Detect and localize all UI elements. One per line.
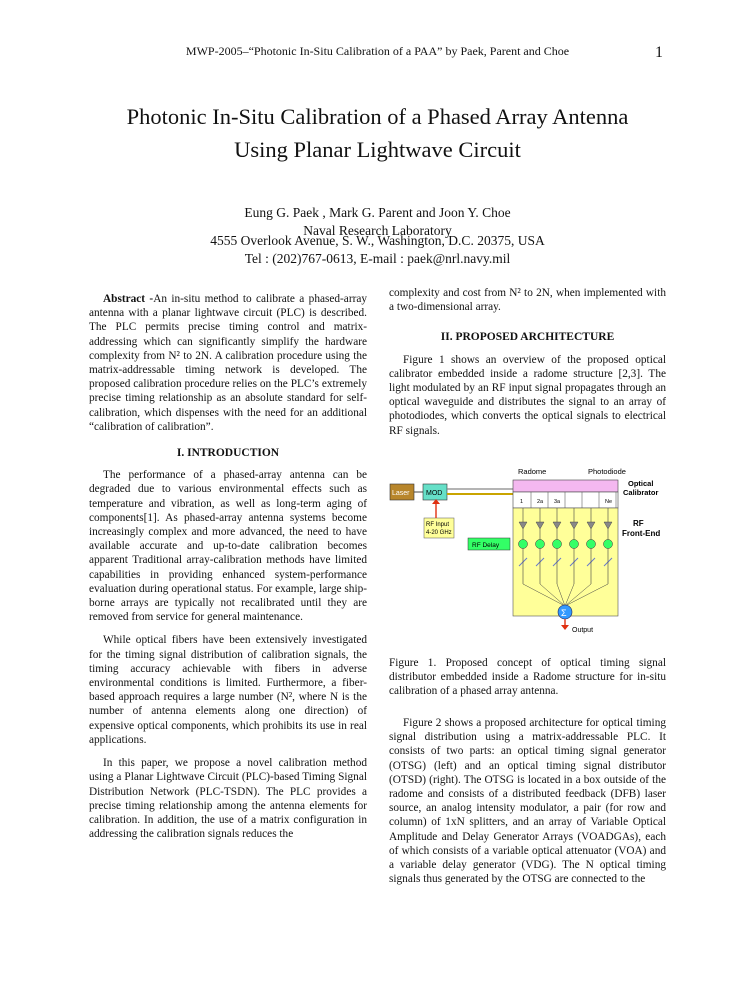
front-end-box xyxy=(512,507,619,617)
laser-label: Laser xyxy=(392,490,410,497)
amplifier-triangle xyxy=(518,521,528,530)
phase-shifter-circle xyxy=(586,539,596,549)
amplifier-triangle xyxy=(603,521,613,530)
running-header: MWP-2005–“Photonic In-Situ Calibration o… xyxy=(185,44,570,58)
architecture-heading: II. PROPOSED ARCHITECTURE xyxy=(440,331,615,344)
figure-1: Radome Photodiode Optical Calibrator Las… xyxy=(388,466,670,636)
rf-range-label: 4-20 GHz xyxy=(426,530,452,536)
photodiode-cells: 1 2a 3a Ne xyxy=(520,492,617,508)
photodiode-cell-label: 3a xyxy=(554,499,561,505)
amplifier-triangle xyxy=(535,521,545,530)
photodiode-cell-label: 2a xyxy=(537,499,544,505)
calibrator-bar xyxy=(512,479,619,493)
left-column: Abstract -An in-situ method to calibrate… xyxy=(89,292,367,841)
calibrator-label: Calibrator xyxy=(623,488,659,497)
amplifier-triangle xyxy=(586,521,596,530)
combiner-line xyxy=(539,583,566,607)
architecture-paragraph-2: Figure 2 shows a proposed architecture f… xyxy=(389,717,666,886)
rf-delay-box xyxy=(467,537,511,551)
architecture-paragraph-1: Figure 1 shows an overview of the propos… xyxy=(389,353,666,437)
rf-input-label: RF Input xyxy=(426,522,449,528)
address: 4555 Overlook Avenue, S. W., Washington,… xyxy=(210,233,545,248)
phase-shifter-circle xyxy=(552,539,562,549)
continued-text: complexity and cost from N² to 2N, when … xyxy=(389,287,666,314)
combiner-line xyxy=(556,583,566,607)
output-label: Output xyxy=(572,627,593,634)
mod-box xyxy=(422,483,448,501)
phase-shifter-circle xyxy=(569,539,579,549)
phase-shifter-circle xyxy=(518,539,528,549)
combiner-line xyxy=(564,583,592,607)
rf-delay-label: RF Delay xyxy=(472,542,500,549)
combiner-line xyxy=(564,583,609,607)
intro-heading: I. INTRODUCTION xyxy=(176,447,280,460)
rf-input-arrowhead xyxy=(432,499,440,504)
rf-channel-chains xyxy=(518,508,613,607)
rf-label: RF xyxy=(633,519,644,528)
output-arrowhead xyxy=(561,625,569,630)
mod-label: MOD xyxy=(426,490,442,497)
figure-1-diagram: Radome Photodiode Optical Calibrator Las… xyxy=(389,467,660,634)
intro-paragraph-2: While optical fibers have been extensive… xyxy=(89,634,367,746)
photodiode-label: Photodiode xyxy=(588,467,626,476)
abstract-text: An in-situ method to calibrate a phased-… xyxy=(89,293,368,433)
optical-label: Optical xyxy=(628,479,653,488)
photodiode-cell-label: 1 xyxy=(520,499,523,505)
right-column: complexity and cost from N² to 2N, when … xyxy=(389,286,666,438)
amplifier-triangle xyxy=(552,521,562,530)
figure-1-caption: Figure 1. Proposed concept of optical ti… xyxy=(389,657,666,698)
amplifier-triangle xyxy=(569,521,579,530)
abstract: Abstract -An in-situ method to calibrate… xyxy=(89,292,367,434)
title-line-1: Photonic In-Situ Calibration of a Phased… xyxy=(126,104,629,129)
phase-shifter-circle xyxy=(603,539,613,549)
photodiode-row xyxy=(512,491,619,509)
title-line-2: Using Planar Lightwave Circuit xyxy=(234,137,521,162)
contact: Tel : (202)767-0613, E-mail : paek@nrl.n… xyxy=(244,251,511,266)
radome-label: Radome xyxy=(518,467,546,476)
author-names: Eung G. Paek , Mark G. Parent and Joon Y… xyxy=(244,205,511,220)
photodiode-cell-label: Ne xyxy=(605,499,612,505)
front-end-label: Front-End xyxy=(622,529,660,538)
paper-title: Photonic In-Situ Calibration of a Phased… xyxy=(40,100,715,166)
address-block: 4555 Overlook Avenue, S. W., Washington,… xyxy=(40,232,715,268)
intro-paragraph-3: In this paper, we propose a novel calibr… xyxy=(89,757,367,841)
author-block: Eung G. Paek , Mark G. Parent and Joon Y… xyxy=(40,204,715,240)
intro-paragraph-1: The performance of a phased-array antenn… xyxy=(89,469,367,624)
affiliation: Naval Research Laboratory xyxy=(303,223,452,238)
rf-input-box xyxy=(423,517,455,539)
combiner-line xyxy=(522,583,566,607)
abstract-label: Abstract - xyxy=(103,293,154,305)
phase-shifter-circle xyxy=(535,539,545,549)
page-number: 1 xyxy=(655,44,663,61)
summation-symbol: Σ xyxy=(561,608,567,618)
right-column-continued: Figure 2 shows a proposed architecture f… xyxy=(389,716,666,886)
combiner-line xyxy=(564,583,575,607)
